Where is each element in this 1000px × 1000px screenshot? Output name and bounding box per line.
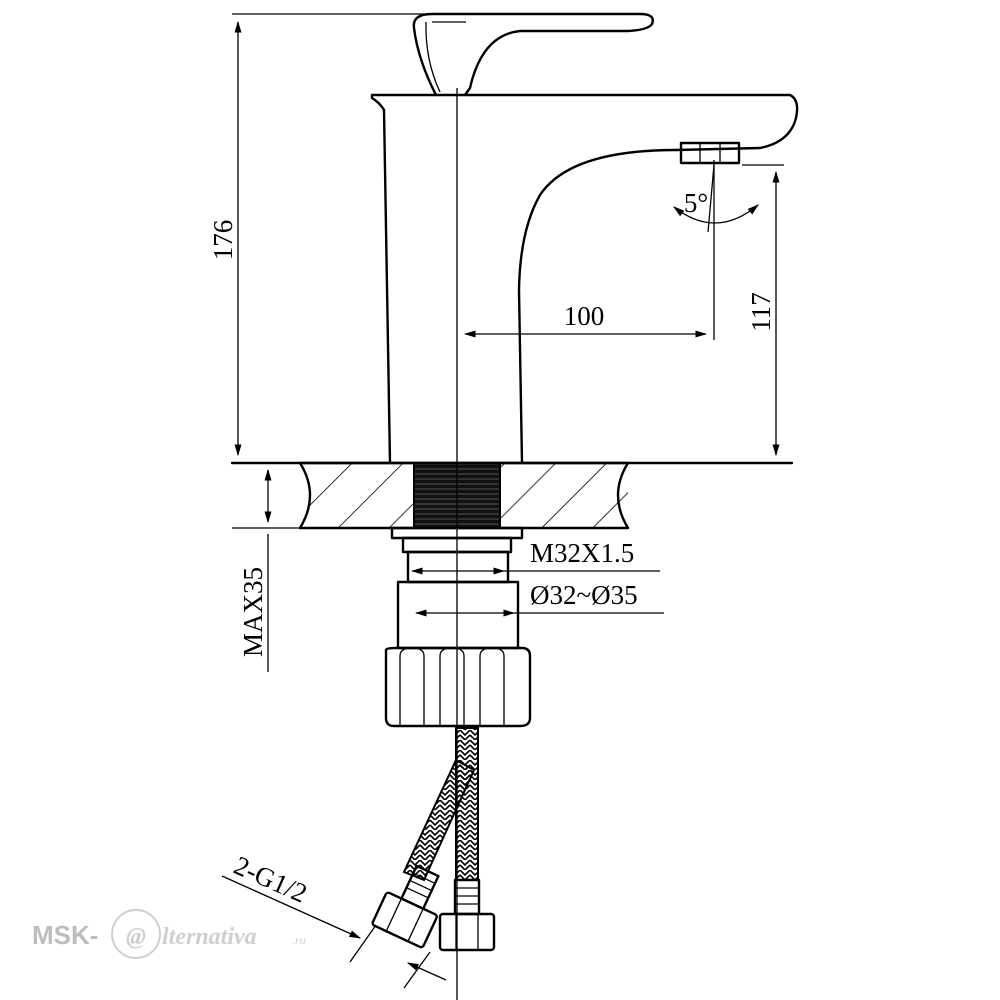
dimension-spout-height: 117 bbox=[742, 164, 784, 457]
height-total-label: 176 bbox=[208, 220, 238, 261]
fastening-nut bbox=[384, 646, 532, 728]
hose-nut-right bbox=[438, 912, 496, 952]
flexible-hoses bbox=[371, 727, 496, 952]
reach-label: 100 bbox=[564, 301, 605, 331]
thread-label: M32X1.5 bbox=[530, 538, 634, 568]
aerator bbox=[679, 141, 741, 165]
watermark-prefix: MSK- bbox=[32, 920, 98, 950]
faucet-body bbox=[230, 12, 799, 465]
dimension-spout-angle: 5° bbox=[673, 164, 759, 233]
hole-diameter-label: Ø32~Ø35 bbox=[530, 580, 638, 610]
dimension-max-thickness: MAX35 bbox=[232, 468, 310, 672]
hose-connection-label: 2-G1/2 bbox=[230, 850, 312, 909]
lever-handle bbox=[412, 12, 654, 97]
hose-left bbox=[402, 758, 476, 882]
hose-nut-left bbox=[371, 891, 438, 949]
watermark-suffix: .ru bbox=[292, 933, 306, 947]
watermark-at: @ bbox=[126, 924, 146, 950]
dimension-thread: M32X1.5 bbox=[410, 538, 660, 575]
countertop-section bbox=[298, 461, 630, 530]
mounting-hardware bbox=[384, 526, 532, 728]
height-spout-label: 117 bbox=[746, 292, 776, 332]
dimension-reach: 100 bbox=[463, 160, 715, 340]
watermark-logo: MSK- @ lternativa .ru bbox=[32, 909, 306, 959]
watermark-name: lternativa bbox=[162, 924, 257, 950]
max-thickness-label: MAX35 bbox=[238, 567, 268, 657]
dimension-total-height: 176 bbox=[208, 13, 430, 457]
spout-angle-label: 5° bbox=[684, 188, 708, 218]
dimension-hole-diameter: Ø32~Ø35 bbox=[414, 580, 664, 617]
